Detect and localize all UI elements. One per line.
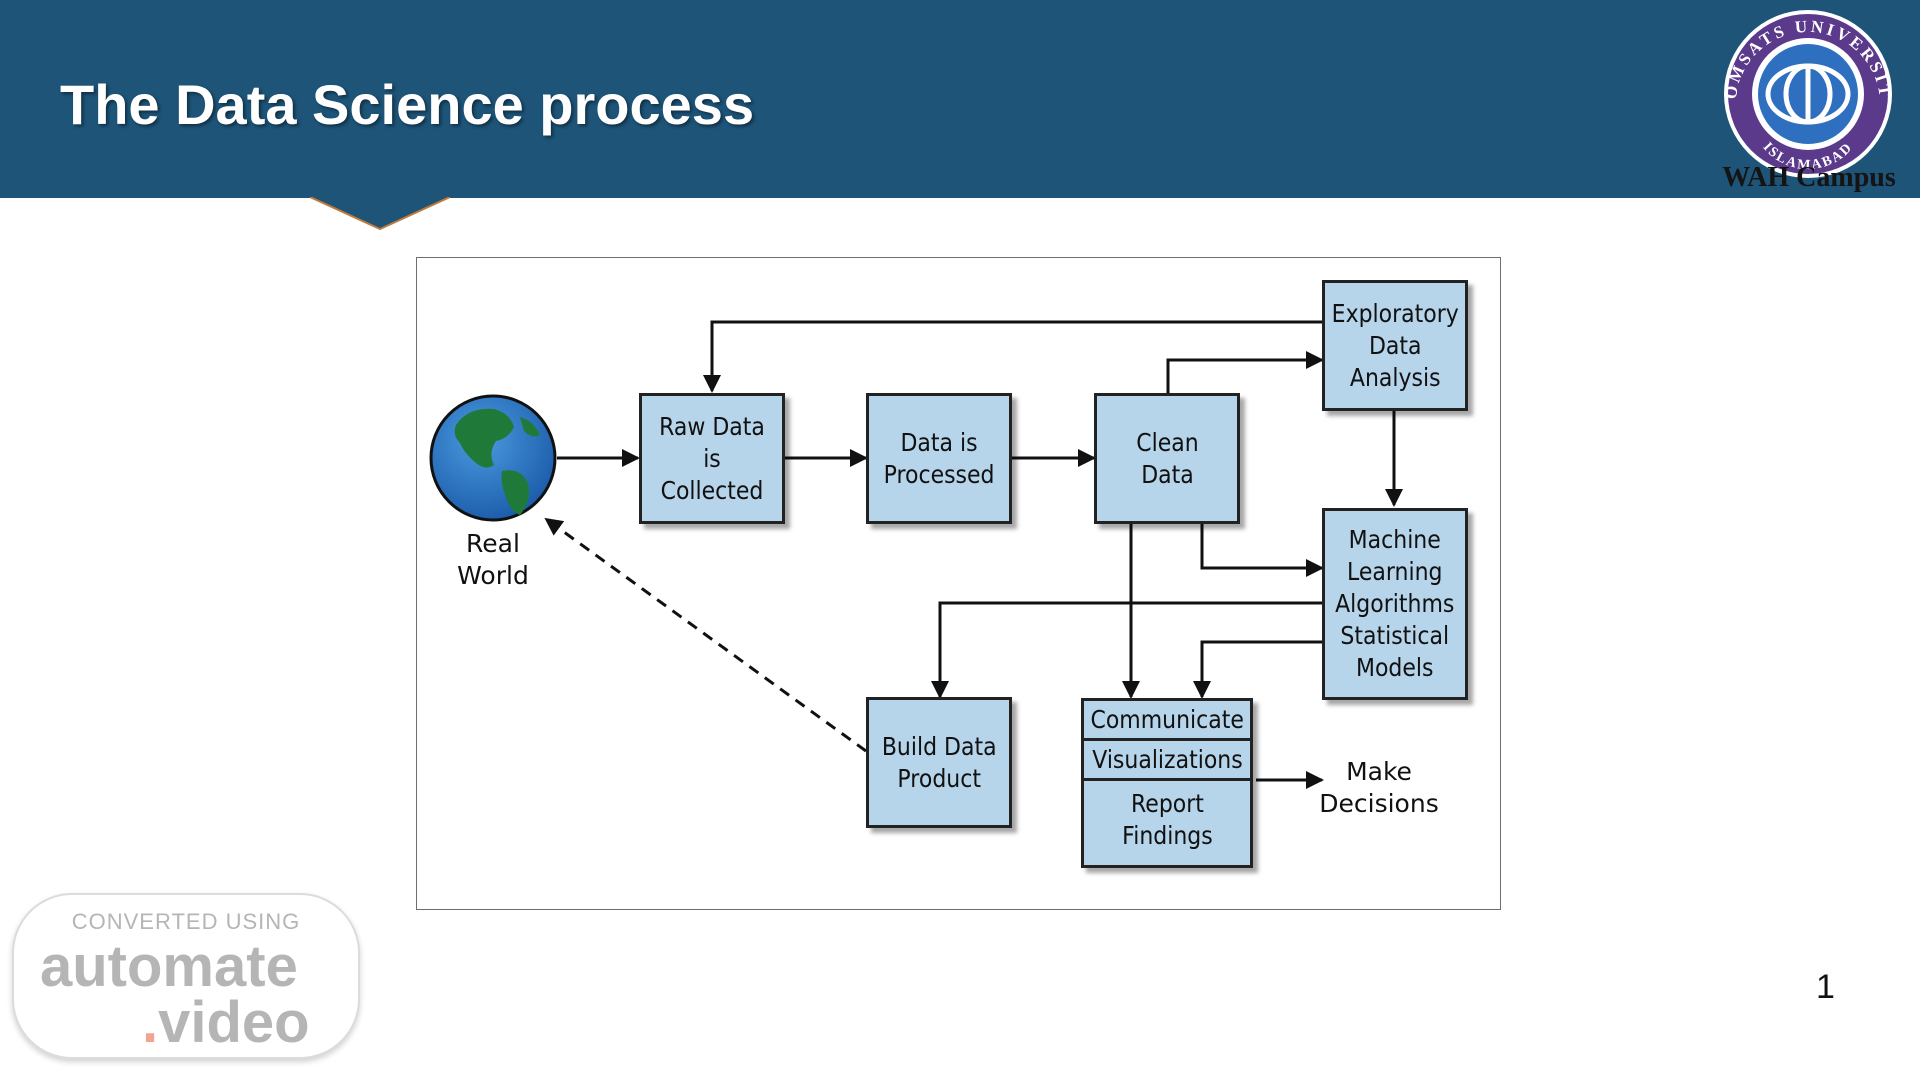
banner-notch — [310, 197, 450, 231]
communicate-stack: Communicate Visualizations Report Findin… — [1081, 698, 1253, 868]
page-number: 1 — [1816, 968, 1835, 1006]
real-world-label: Real World — [457, 529, 529, 590]
globe-icon — [429, 394, 557, 522]
watermark-line1: CONVERTED USING — [71, 909, 301, 934]
diagram-connectors — [429, 320, 1403, 789]
title-banner — [0, 0, 1920, 198]
watermark-line3: .video — [142, 990, 310, 1055]
clean-data-box: Clean Data — [1094, 393, 1240, 524]
data-processed-box: Data is Processed — [866, 393, 1012, 524]
visualizations-row: Visualizations — [1084, 741, 1250, 781]
exploratory-data-analysis-box: Exploratory Data Analysis — [1322, 280, 1468, 411]
build-data-product-box: Build Data Product — [866, 697, 1012, 828]
watermark-line2: automate — [40, 934, 298, 999]
machine-learning-box: Machine Learning Algorithms Statistical … — [1322, 508, 1468, 700]
report-findings-row: Report Findings — [1121, 789, 1213, 850]
university-logo: COMSATS UNIVERSITY ISLAMABAD — [1706, 8, 1892, 178]
make-decisions-label: Make Decisions — [1319, 757, 1439, 818]
communicate-row: Communicate — [1084, 701, 1250, 741]
raw-data-collected-box: Raw Data is Collected — [639, 393, 785, 524]
logo-caption: WAH Campus — [1722, 162, 1896, 193]
watermark-badge: CONVERTED USING automate .video — [12, 893, 360, 1059]
slide-title: The Data Science process — [60, 73, 755, 136]
